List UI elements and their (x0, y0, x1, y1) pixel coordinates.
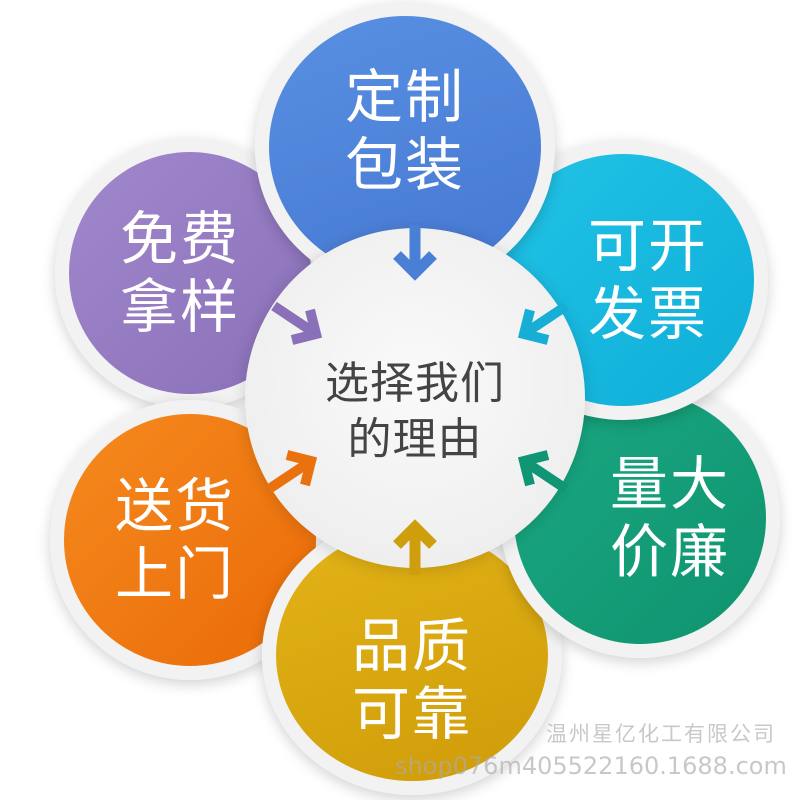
arrow-down-icon (393, 225, 437, 281)
arrow-down-right-icon (271, 301, 323, 345)
petal-label: 品质 可靠 (351, 612, 472, 749)
arrow-up-right-icon (266, 450, 318, 494)
arrow-down-left-icon (517, 301, 569, 345)
petal-label: 量大 价廉 (609, 450, 730, 586)
arrow-up-icon (393, 519, 437, 575)
center-circle: 选择我们 的理由 (245, 228, 585, 568)
petal-label: 可开 发票 (587, 212, 708, 348)
center-title: 选择我们 的理由 (325, 358, 505, 465)
petal-label: 定制 包装 (344, 63, 465, 200)
petal-label: 送货 上门 (114, 472, 235, 608)
watermark-shop-url: shop076m405522160.1688.com (395, 752, 787, 780)
arrow-up-left-icon (517, 450, 569, 494)
petal-label: 免费 拿样 (119, 205, 240, 341)
watermark-company: 温州星亿化工有限公司 (546, 722, 776, 746)
